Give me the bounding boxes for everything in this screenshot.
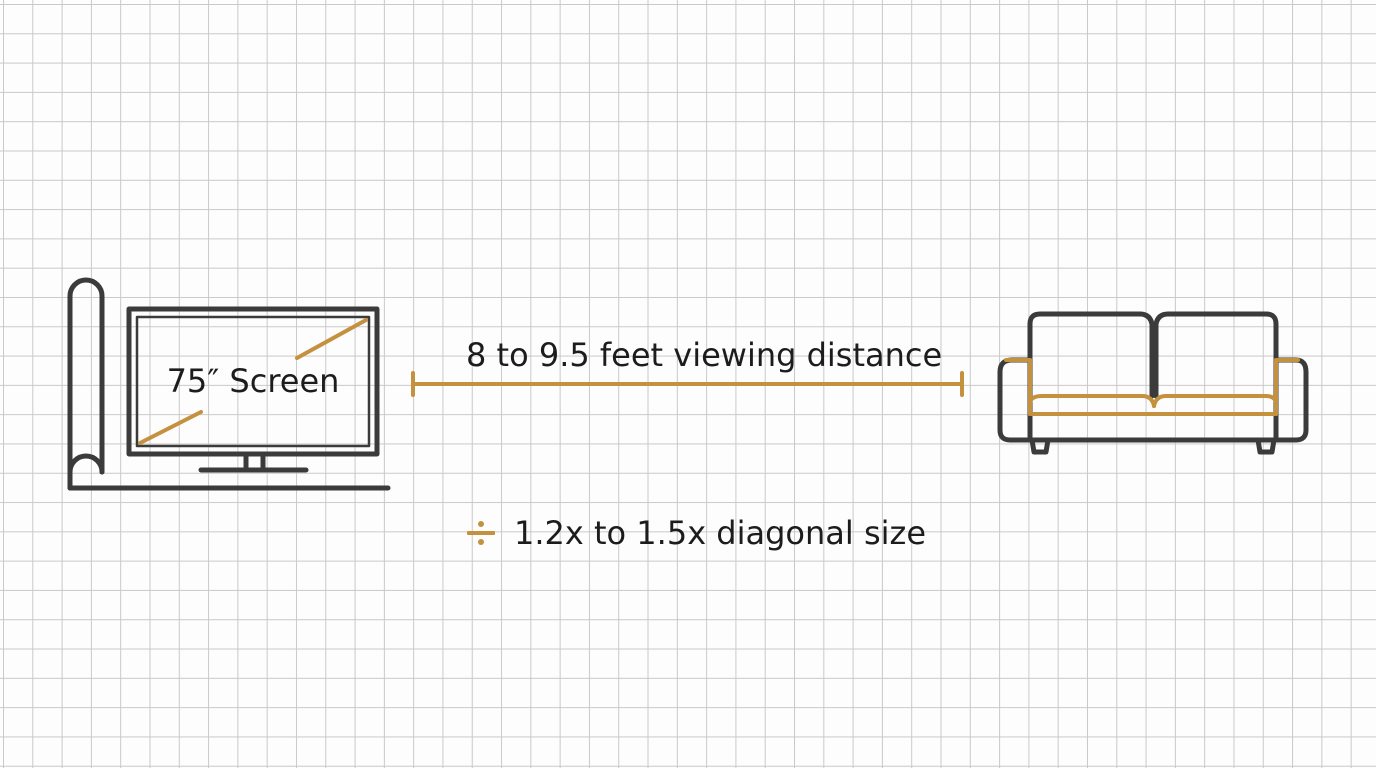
screen-size-label: 75″ Screen <box>166 362 340 400</box>
wall-roll-icon <box>67 277 391 491</box>
distance-measure-line <box>411 371 964 397</box>
sofa-icon <box>997 311 1309 455</box>
tv-icon <box>126 306 380 473</box>
viewing-distance-label: 8 to 9.5 feet viewing distance <box>466 336 943 374</box>
diagonal-ratio-label: 1.2x to 1.5x diagonal size <box>514 514 926 552</box>
divide-icon <box>467 521 495 545</box>
ratio-row: 1.2x to 1.5x diagonal size <box>464 514 926 552</box>
screen-diagonal-marker <box>138 318 368 445</box>
